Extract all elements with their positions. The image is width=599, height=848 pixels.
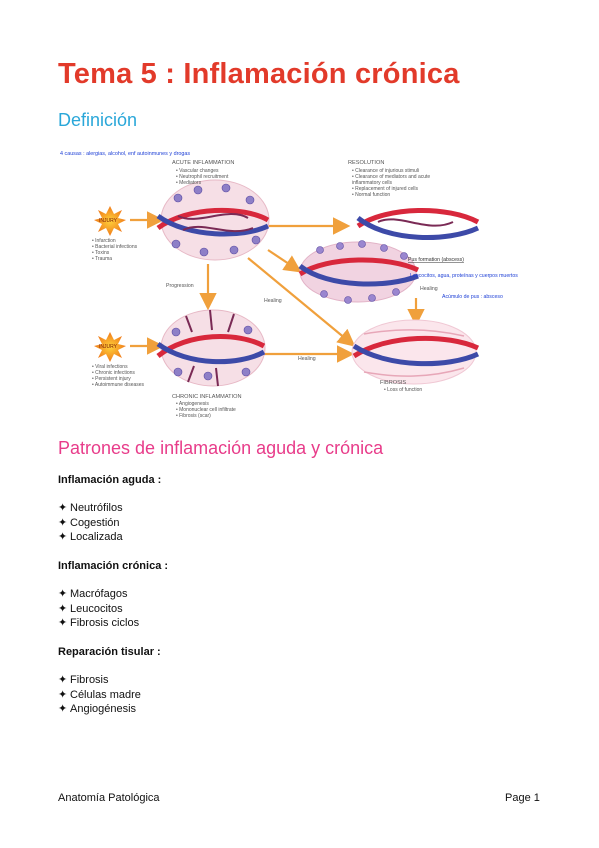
list-item: ✦Fibrosis ciclos — [58, 617, 140, 629]
figure-top-note: 4 causas : alergias, alcohol, enf autoin… — [60, 151, 190, 157]
resolution-item-3: inflammatory cells — [352, 180, 393, 186]
list-aguda: ✦Neutrófilos ✦Cogestión ✦Localizada — [58, 501, 123, 545]
acumulo-note: Acúmulo de pus : absceso — [442, 294, 503, 300]
injury-burst-icon — [94, 206, 126, 362]
chronic-title: CHRONIC INFLAMMATION — [172, 394, 242, 400]
list-item: ✦Cogestión — [58, 516, 120, 529]
acute-cause-3: • Toxins — [92, 250, 110, 256]
list-reparacion: ✦Fibrosis ✦Células madre ✦Angiogénesis — [58, 673, 141, 717]
chronic-item-3: • Fibrosis (scar) — [176, 413, 211, 419]
list-heading-aguda: Inflamación aguda : — [58, 474, 162, 486]
leucocitos-note: Leucocitos, agua, proteínas y cuerpos mu… — [410, 273, 518, 279]
resolution-item-4: • Replacement of injured cells — [352, 186, 418, 192]
resolution-title: RESOLUTION — [348, 160, 384, 166]
chronic-item-2: • Mononuclear cell infiltrate — [176, 407, 236, 413]
acute-cause-2: • Bacterial infections — [92, 244, 138, 250]
healing-label-right: Healing — [420, 286, 438, 292]
list-item: ✦Neutrófilos — [58, 502, 123, 514]
footer-page-number: Page 1 — [505, 792, 540, 804]
inflammation-diagram: 4 causas : alergias, alcohol, enf autoin… — [58, 146, 548, 426]
healing-label-center: Healing — [264, 298, 282, 304]
chronic-cause-3: • Persistent injury — [92, 376, 131, 382]
star-bullet-icon: ✦ — [58, 516, 68, 529]
acute-item-2: • Neutrophil recruitment — [176, 174, 229, 180]
fibrosis-item-1: • Loss of function — [384, 387, 422, 393]
section-heading-patrones: Patrones de inflamación aguda y crónica — [58, 438, 384, 458]
star-bullet-icon: ✦ — [58, 531, 68, 543]
chronic-cause-1: • Viral infections — [92, 364, 128, 370]
star-bullet-icon: ✦ — [58, 602, 68, 615]
section-heading-definicion: Definición — [58, 110, 138, 130]
resolution-illustration — [356, 208, 480, 240]
star-bullet-icon: ✦ — [58, 688, 68, 701]
resolution-item-5: • Normal function — [352, 192, 390, 198]
star-bullet-icon: ✦ — [58, 502, 68, 514]
star-bullet-icon: ✦ — [58, 674, 68, 686]
acute-title: ACUTE INFLAMMATION — [172, 160, 234, 166]
chronic-cause-4: • Autoimmune diseases — [92, 382, 145, 388]
list-item: ✦Macrófagos — [58, 588, 128, 600]
chronic-inflammation-illustration — [156, 309, 266, 387]
abscess-illustration — [298, 240, 420, 304]
page-title: Tema 5 : Inflamación crónica — [58, 58, 460, 90]
fibrosis-title: FIBROSIS — [380, 380, 406, 386]
star-bullet-icon: ✦ — [58, 703, 68, 715]
flow-arrows — [130, 211, 425, 363]
list-heading-reparacion: Reparación tisular : — [58, 646, 161, 658]
resolution-item-1: • Clearance of injurious stimuli — [352, 168, 419, 174]
injury-label-bottom: INJURY — [99, 344, 118, 350]
chronic-cause-2: • Chronic infections — [92, 370, 135, 376]
acute-item-3: • Mediators — [176, 180, 202, 186]
list-item: ✦Células madre — [58, 688, 141, 701]
pus-formation-label: Pus formation (abscess) — [408, 257, 464, 263]
list-item: ✦Angiogénesis — [58, 703, 137, 715]
list-item: ✦Localizada — [58, 531, 123, 543]
acute-item-1: • Vascular changes — [176, 168, 219, 174]
acute-inflammation-illustration — [156, 179, 270, 261]
footer-course-name: Anatomía Patológica — [58, 792, 160, 804]
progression-label: Progression — [166, 283, 194, 289]
injury-label-top: INJURY — [99, 218, 118, 224]
star-bullet-icon: ✦ — [58, 617, 68, 629]
list-heading-cronica: Inflamación crónica : — [58, 560, 169, 572]
healing-label-bottom: Healing — [298, 356, 316, 362]
list-cronica: ✦Macrófagos ✦Leucocitos ✦Fibrosis ciclos — [58, 587, 139, 631]
star-bullet-icon: ✦ — [58, 588, 68, 600]
acute-cause-1: • Infarction — [92, 238, 116, 244]
list-item: ✦Leucocitos — [58, 602, 123, 615]
chronic-item-1: • Angiogenesis — [176, 401, 209, 407]
fibrosis-illustration — [351, 319, 480, 385]
list-item: ✦Fibrosis — [58, 674, 109, 686]
resolution-item-2: • Clearance of mediators and acute — [352, 174, 430, 180]
acute-cause-4: • Trauma — [92, 256, 112, 262]
